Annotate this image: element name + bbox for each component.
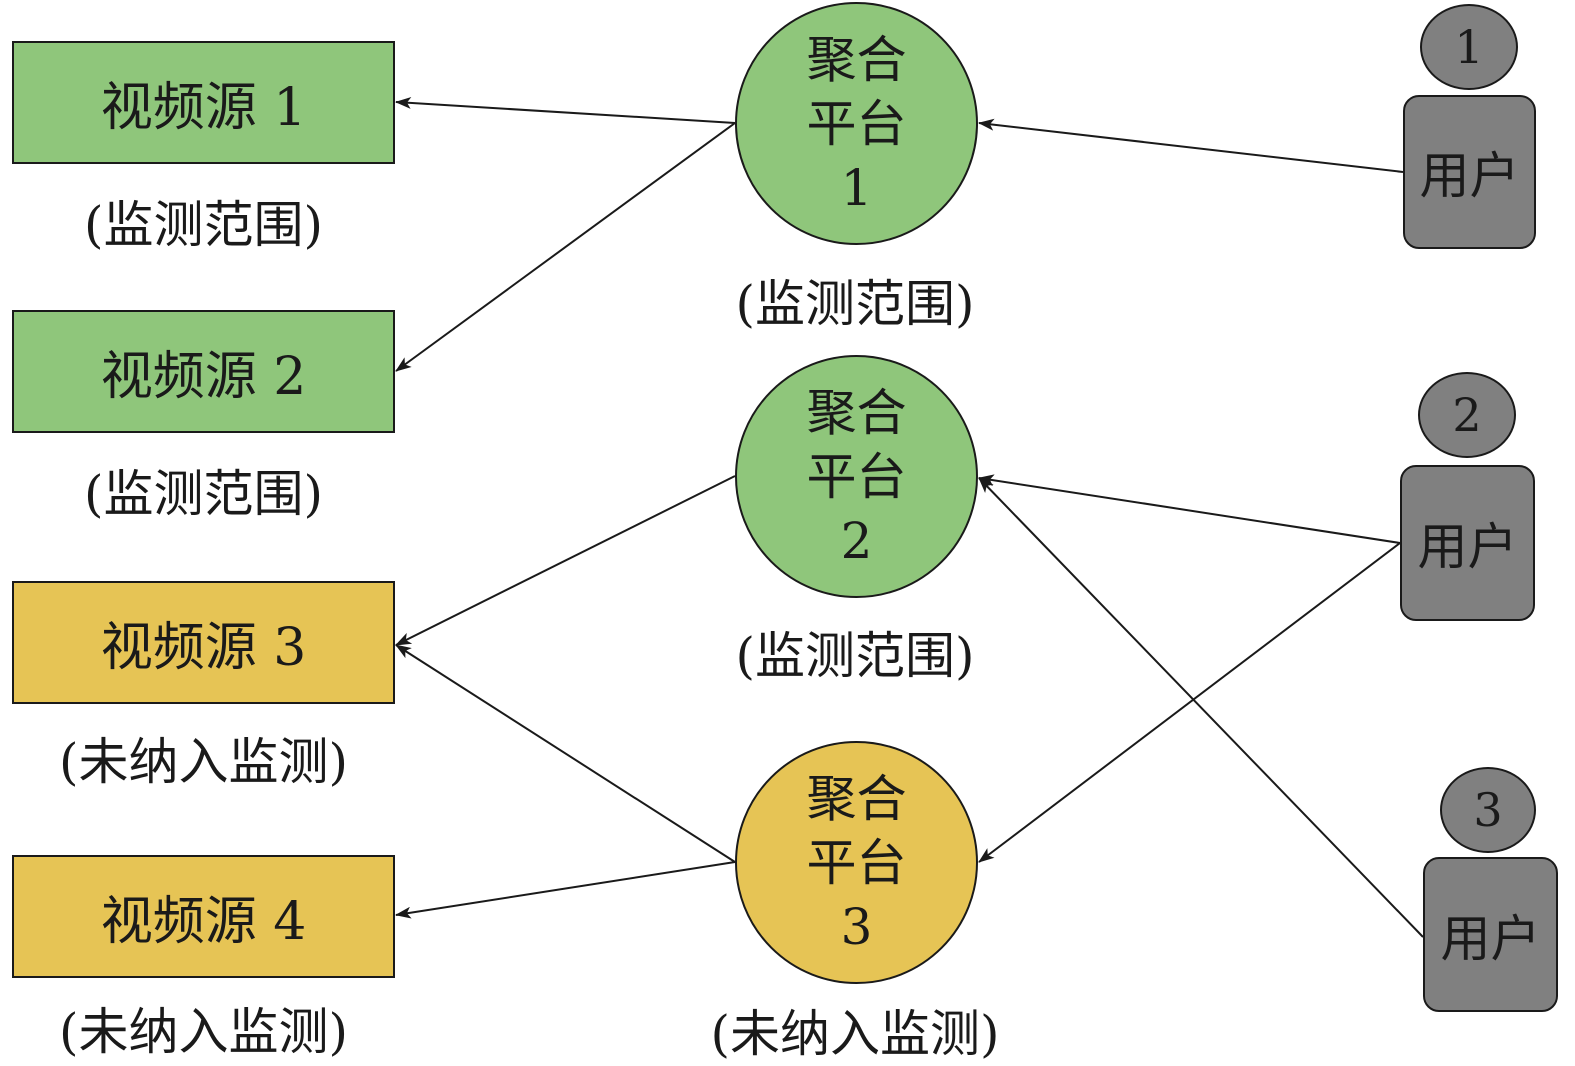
source-1-box: 视频源 1 <box>12 41 395 164</box>
platform-1-line2: 平台 <box>806 94 907 153</box>
source-4-status: (未纳入监测) <box>58 1003 348 1061</box>
platform-3-line2: 平台 <box>806 833 907 892</box>
source-3-box: 视频源 3 <box>12 581 395 704</box>
platform-3-status: (未纳入监测) <box>710 1005 1000 1063</box>
user-1-label: 用户 <box>1419 147 1520 205</box>
platform-1-line3: 1 <box>840 158 873 217</box>
source-3-status: (未纳入监测) <box>58 733 348 791</box>
platform-1-line1: 聚合 <box>806 30 907 89</box>
source-4-box: 视频源 4 <box>12 855 395 978</box>
source-1-status: (监测范围) <box>83 196 323 254</box>
user-1-body: 用户 <box>1403 95 1536 249</box>
source-1-label: 视频源 1 <box>100 78 307 138</box>
user-3-body: 用户 <box>1423 857 1558 1012</box>
platform-2-line1: 聚合 <box>806 383 907 442</box>
platform-3-line3: 3 <box>840 897 873 956</box>
platform-2-node: 聚合 平台 2 <box>735 355 978 598</box>
edge-user-2-to-platform-3 <box>978 542 1401 863</box>
user-2-body: 用户 <box>1400 465 1535 621</box>
source-4-label: 视频源 4 <box>100 892 307 952</box>
source-2-status: (监测范围) <box>83 465 323 523</box>
edge-platform-3-to-source-3 <box>395 644 736 863</box>
edge-platform-3-to-source-4 <box>395 861 736 919</box>
edge-user-2-to-platform-2 <box>978 474 1401 544</box>
user-1-head: 1 <box>1420 4 1518 90</box>
platform-2-line2: 平台 <box>806 447 907 506</box>
platform-1-node: 聚合 平台 1 <box>735 2 978 245</box>
user-1-number: 1 <box>1454 20 1484 74</box>
source-2-box: 视频源 2 <box>12 310 395 433</box>
user-2-number: 2 <box>1452 388 1482 442</box>
user-2-label: 用户 <box>1417 518 1518 576</box>
source-2-label: 视频源 2 <box>100 347 307 407</box>
platform-3-node: 聚合 平台 3 <box>735 741 978 984</box>
user-3-head: 3 <box>1440 767 1536 853</box>
platform-2-line3: 2 <box>840 511 873 570</box>
edge-user-3-to-platform-2 <box>978 477 1424 938</box>
platform-1-status: (监测范围) <box>735 275 975 333</box>
source-3-label: 视频源 3 <box>100 618 307 678</box>
edge-platform-1-to-source-2 <box>395 122 736 372</box>
edge-user-1-to-platform-1 <box>978 118 1404 173</box>
platform-3-line1: 聚合 <box>806 769 907 828</box>
platform-2-status: (监测范围) <box>735 627 975 685</box>
user-3-number: 3 <box>1473 783 1503 837</box>
edge-platform-2-to-source-3 <box>395 475 736 646</box>
edge-platform-1-to-source-1 <box>395 96 736 124</box>
user-3-label: 用户 <box>1440 909 1541 968</box>
user-2-head: 2 <box>1418 372 1516 458</box>
